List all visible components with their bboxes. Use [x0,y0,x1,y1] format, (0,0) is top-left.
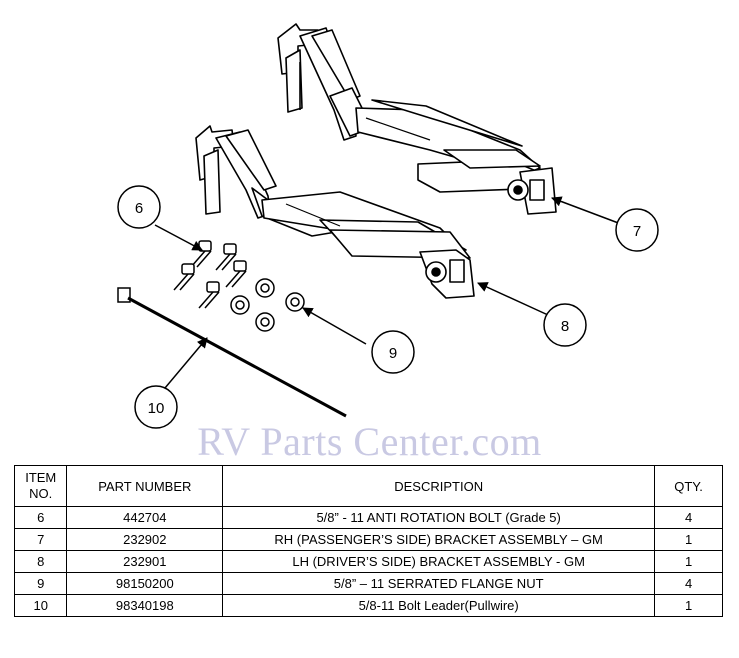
callout-6: 6 [117,185,161,229]
header-item-line1: ITEM [25,470,57,485]
cell-description: LH (DRIVER’S SIDE) BRACKET ASSEMBLY - GM [222,550,656,573]
svg-text:7: 7 [633,223,641,240]
cell-qty: 1 [654,594,723,617]
svg-text:6: 6 [135,200,143,217]
table-row: 6 442704 5/8” - 11 ANTI ROTATION BOLT (G… [13,506,723,529]
callout-7: 7 [615,208,659,252]
flange-nuts-drawing [230,278,305,332]
cell-item: 7 [13,528,68,551]
callout-10: 10 [134,385,178,429]
cell-description: 5/8” - 11 ANTI ROTATION BOLT (Grade 5) [222,506,656,529]
header-item-no: ITEM NO. [13,465,68,507]
cell-part-number: 232902 [66,528,224,551]
table-row: 8 232901 LH (DRIVER’S SIDE) BRACKET ASSE… [13,550,723,573]
cell-qty: 1 [654,528,723,551]
svg-text:9: 9 [389,345,397,362]
table-row: 7 232902 RH (PASSENGER’S SIDE) BRACKET A… [13,528,723,551]
callout-9: 9 [371,330,415,374]
cell-description: 5/8” – 11 SERRATED FLANGE NUT [222,572,656,595]
bolt-leader-pullwire-drawing [117,287,347,418]
header-item-line2: NO. [29,486,53,501]
header-part-number: PART NUMBER [66,465,224,507]
cell-part-number: 232901 [66,550,224,573]
cell-part-number: 98150200 [66,572,224,595]
lh-bracket-assembly-drawing [195,125,475,299]
table-header-row: ITEM NO. PART NUMBER DESCRIPTION QTY. [13,465,723,507]
cell-item: 10 [13,594,68,617]
cell-qty: 4 [654,506,723,529]
watermark-text: RV Parts Center.com [197,419,542,464]
callout-leader-lines [154,196,622,389]
cell-item: 6 [13,506,68,529]
cell-item: 9 [13,572,68,595]
table-row: 10 98340198 5/8-11 Bolt Leader(Pullwire)… [13,594,723,617]
rh-bracket-assembly-drawing [277,23,557,215]
header-description: DESCRIPTION [222,465,656,507]
cell-description: 5/8-11 Bolt Leader(Pullwire) [222,594,656,617]
cell-item: 8 [13,550,68,573]
cell-part-number: 442704 [66,506,224,529]
parts-list-table: ITEM NO. PART NUMBER DESCRIPTION QTY. 6 … [13,465,723,617]
callout-8: 8 [543,303,587,347]
cell-part-number: 98340198 [66,594,224,617]
table-row: 9 98150200 5/8” – 11 SERRATED FLANGE NUT… [13,572,723,595]
exploded-parts-diagram: 6 7 8 9 10 [117,23,659,429]
header-qty: QTY. [654,465,723,507]
svg-text:8: 8 [561,318,569,335]
cell-qty: 4 [654,572,723,595]
svg-text:10: 10 [148,400,165,417]
cell-qty: 1 [654,550,723,573]
cell-description: RH (PASSENGER’S SIDE) BRACKET ASSEMBLY –… [222,528,656,551]
